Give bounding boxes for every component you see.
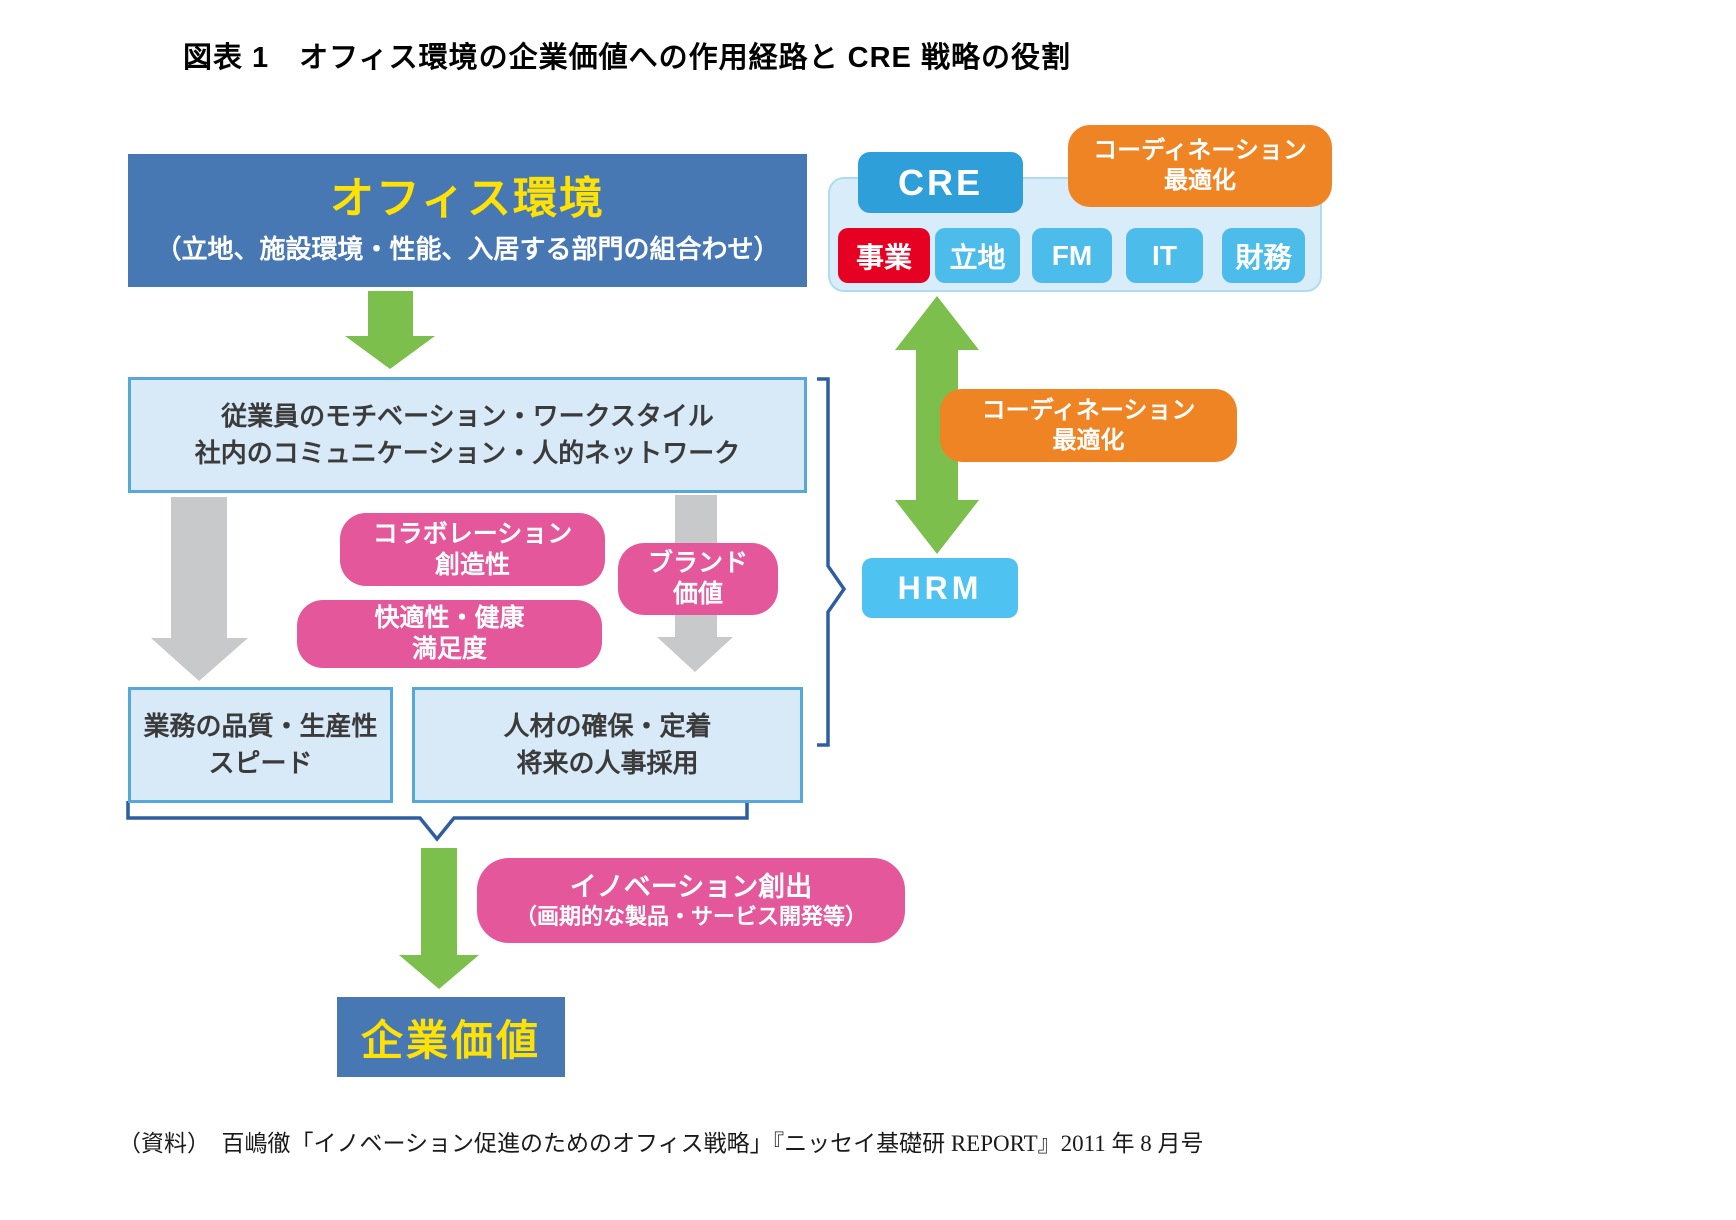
comfort-badge: 快適性・健康 満足度	[297, 600, 602, 668]
corporate-value-label: 企業価値	[360, 1016, 541, 1064]
collaboration-badge: コラボレーション 創造性	[340, 513, 605, 586]
talent-box-line2: 将来の人事採用	[516, 748, 699, 778]
innovation-badge-line1: イノベーション創出	[569, 871, 813, 902]
talent-box-line1: 人材の確保・定着	[503, 711, 712, 741]
gray-arrow-left	[151, 497, 248, 681]
cre-item-it: IT	[1126, 228, 1203, 283]
office-environment-title: オフィス環境	[329, 174, 606, 223]
cre-item-business: 事業	[838, 228, 930, 283]
coordination-badge-middle-line1: コーディネーション	[981, 396, 1196, 424]
innovation-badge-line2: （画期的な製品・サービス開発等）	[514, 903, 867, 929]
coordination-badge-top-line2: 最適化	[1164, 167, 1236, 194]
office-environment-subtitle: （立地、施設環境・性能、入居する部門の組合わせ）	[155, 234, 780, 264]
hrm-box: HRM	[862, 558, 1018, 618]
bracket-bottom	[126, 801, 749, 842]
brand-badge: ブランド 価値	[618, 543, 778, 615]
brace-to-hrm	[817, 377, 847, 747]
down-arrow-to-corporate-value	[399, 848, 479, 989]
comfort-badge-line2: 満足度	[411, 635, 487, 663]
office-environment-box: オフィス環境 （立地、施設環境・性能、入居する部門の組合わせ）	[128, 154, 807, 287]
source-note: （資料） 百嶋徹「イノベーション促進のためのオフィス戦略」『ニッセイ基礎研 RE…	[118, 1131, 1204, 1156]
down-arrow-office-to-motivation	[345, 291, 435, 369]
motivation-box-line2: 社内のコミュニケーション・人的ネットワーク	[194, 438, 741, 468]
coordination-badge-top: コーディネーション 最適化	[1068, 125, 1332, 207]
figure-title: 図表 1 オフィス環境の企業価値への作用経路と CRE 戦略の役割	[183, 42, 1071, 74]
motivation-box-line1: 従業員のモチベーション・ワークスタイル	[221, 401, 714, 431]
cre-button: CRE	[858, 152, 1023, 213]
coordination-badge-middle: コーディネーション 最適化	[940, 389, 1237, 462]
quality-box-line1: 業務の品質・生産性	[143, 711, 378, 741]
brand-badge-line1: ブランド	[647, 549, 748, 577]
coordination-badge-top-line1: コーディネーション	[1093, 137, 1307, 164]
cre-item-finance: 財務	[1222, 228, 1305, 283]
corporate-value-box: 企業価値	[337, 997, 565, 1077]
collaboration-badge-line1: コラボレーション	[372, 519, 573, 548]
quality-box: 業務の品質・生産性 スピード	[128, 687, 393, 803]
collaboration-badge-line2: 創造性	[434, 550, 510, 579]
talent-box: 人材の確保・定着 将来の人事採用	[412, 687, 803, 803]
brand-badge-line2: 価値	[672, 580, 723, 608]
innovation-badge: イノベーション創出 （画期的な製品・サービス開発等）	[477, 858, 905, 943]
coordination-badge-middle-line2: 最適化	[1052, 426, 1125, 454]
quality-box-line2: スピード	[208, 748, 313, 778]
motivation-box: 従業員のモチベーション・ワークスタイル 社内のコミュニケーション・人的ネットワー…	[128, 377, 807, 493]
cre-item-fm: FM	[1032, 228, 1112, 283]
comfort-badge-line1: 快適性・健康	[374, 604, 525, 632]
cre-item-location: 立地	[935, 228, 1020, 283]
